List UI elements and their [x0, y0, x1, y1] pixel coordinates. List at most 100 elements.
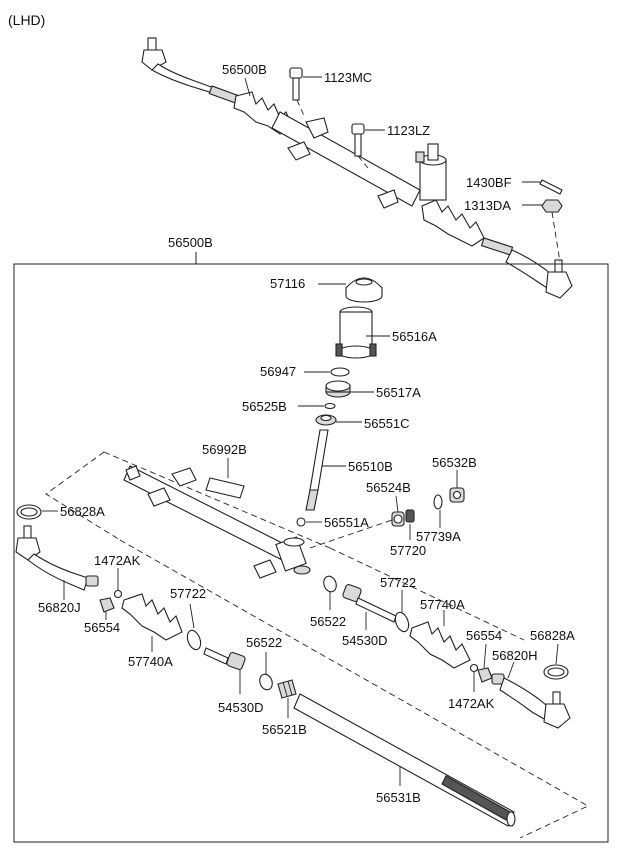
clip-right-57722: [394, 611, 410, 633]
dash-rack-top: [329, 547, 525, 641]
label-57740A-right: 57740A: [420, 597, 465, 612]
dash-bolt-1: [296, 99, 306, 119]
label-56510B: 56510B: [348, 459, 393, 474]
label-54530D-right: 54530D: [342, 633, 388, 648]
tie-rod-end-top-right: [545, 271, 573, 299]
dash-housing-left: [45, 451, 121, 541]
label-56532B: 56532B: [432, 455, 477, 470]
label-1472AK-right: 1472AK: [448, 696, 495, 711]
tie-rod-top-left: [151, 63, 217, 95]
leader-56554-right: [483, 643, 487, 669]
pinion-shaft-top: [427, 143, 439, 161]
spring-57720: [405, 509, 415, 523]
label-56524B: 56524B: [366, 480, 411, 495]
label-57720: 57720: [390, 543, 426, 558]
rack-56531B: [293, 693, 516, 827]
label-top-assembly: 56500B: [222, 62, 267, 77]
label-1430BF: 1430BF: [466, 175, 512, 190]
leader-top-assembly: [244, 77, 251, 97]
cotter-pin-1430BF: [539, 179, 563, 195]
castle-nut-1313DA: [541, 199, 563, 213]
label-57740A-left: 57740A: [128, 654, 173, 669]
label-56947: 56947: [260, 364, 296, 379]
leader-56828A-right: [555, 643, 559, 665]
inner-rod-left-54530D: [203, 647, 246, 671]
rack-housing-top: [271, 111, 421, 207]
valve-housing-56516A: [335, 306, 377, 359]
group-frame: [13, 252, 609, 843]
label-1123LZ: 1123LZ: [387, 123, 430, 138]
ball-stud-top-right: [554, 259, 563, 273]
dash-bolt-2: [357, 155, 369, 169]
label-56820J: 56820J: [38, 600, 81, 615]
bush-56521B: [277, 679, 297, 699]
pinion-shaft-56510B: [305, 429, 329, 511]
bushing-left-56522: [259, 673, 273, 691]
boot-right-57740A: [409, 621, 471, 669]
label-57739A: 57739A: [416, 529, 461, 544]
cap-57116: [345, 277, 383, 303]
nut-right-1472AK: [469, 663, 479, 673]
boot-left-57740A: [121, 593, 183, 641]
leader-57722-left: [189, 603, 195, 629]
dash-housing-top: [103, 451, 331, 549]
label-54530D-left: 54530D: [218, 700, 264, 715]
tie-rod-end-left-56820J: [15, 525, 99, 591]
label-56517A: 56517A: [376, 385, 421, 400]
label-1313DA: 1313DA: [464, 198, 511, 213]
mount-bracket-top-3: [377, 189, 399, 209]
inner-rod-right-54530D: [342, 583, 397, 623]
valve-port-top: [415, 151, 425, 163]
mount-bracket-top-1: [305, 117, 329, 139]
plug-56517A: [325, 380, 351, 398]
mount-bracket-top-2: [287, 141, 311, 161]
dash-yoke: [309, 519, 393, 549]
bolt-1123MC: [289, 67, 303, 101]
valve-tower-top: [419, 159, 447, 201]
leader-56820H: [507, 661, 515, 679]
label-1123MC: 1123MC: [324, 70, 372, 85]
bushing-right-56522: [323, 575, 337, 593]
boot-clamp-left-inner: [20, 507, 38, 517]
thread-top-right: [480, 237, 514, 256]
boot-top-right: [421, 199, 485, 247]
ball-stud-top-left: [147, 37, 157, 51]
ring-56525B: [324, 402, 336, 410]
tie-rod-end-right-56820H: [491, 673, 571, 729]
clip-left-57722: [186, 629, 202, 651]
tube-56992B: [205, 477, 245, 499]
label-group: 56500B: [168, 235, 213, 250]
label-56525B: 56525B: [242, 399, 287, 414]
rack-housing-exploded: [123, 465, 311, 579]
label-56522-left: 56522: [246, 635, 282, 650]
label-57722-right: 57722: [380, 575, 416, 590]
boot-clamp-right-inner: [547, 667, 565, 677]
label-56828A-right: 56828A: [530, 628, 575, 643]
label-56554-right: 56554: [466, 628, 502, 643]
label-56992B: 56992B: [202, 442, 247, 457]
label-56551C: 56551C: [364, 416, 410, 431]
dash-nut: [551, 211, 561, 263]
yoke-56524B: [391, 511, 405, 527]
top-steering-gear-assembly: [141, 37, 573, 299]
ring-57739A: [433, 494, 443, 510]
label-56551A: 56551A: [324, 515, 369, 530]
label-1472AK-left: 1472AK: [94, 553, 141, 568]
label-56828A-left: 56828A: [60, 504, 105, 519]
bolt-1123LZ: [351, 123, 365, 157]
locknut-right-56554: [477, 667, 493, 683]
leader-56524B: [395, 495, 399, 513]
label-56516A: 56516A: [392, 329, 437, 344]
label-56522-right: 56522: [310, 614, 346, 629]
thread-top-left: [208, 85, 240, 104]
label-56820H: 56820H: [492, 648, 538, 663]
label-56521B: 56521B: [262, 722, 307, 737]
label-57116: 57116: [270, 276, 305, 291]
bearing-56551A: [296, 517, 306, 527]
label-56554-left: 56554: [84, 620, 120, 635]
label-56531B: 56531B: [376, 790, 421, 805]
bearing-56551C: [315, 414, 337, 426]
nut-left-1472AK: [113, 589, 123, 599]
locknut-left-56554: [99, 597, 115, 613]
